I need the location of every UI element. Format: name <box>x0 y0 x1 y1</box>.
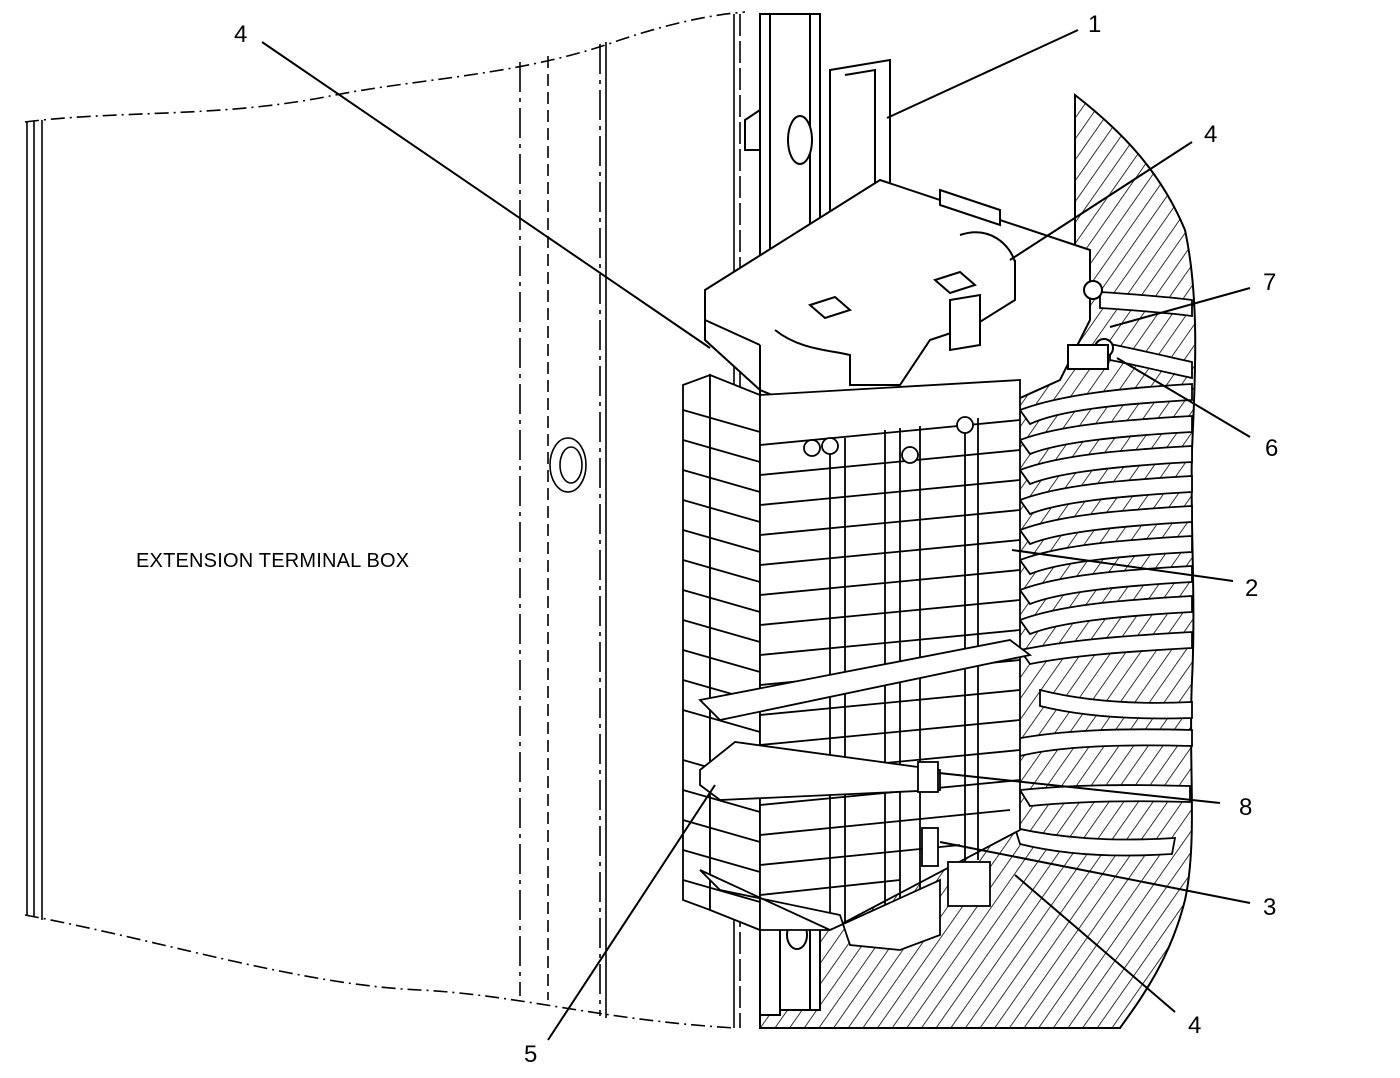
callout-2: 2 <box>1245 575 1258 602</box>
callout-5: 5 <box>524 1041 537 1068</box>
callout-1: 1 <box>1088 11 1101 38</box>
callout-4-bottom: 4 <box>1188 1012 1201 1039</box>
callout-3: 3 <box>1263 894 1276 921</box>
extension-terminal-box-label: EXTENSION TERMINAL BOX <box>136 550 409 572</box>
callout-7: 7 <box>1263 269 1276 296</box>
terminal-block-stack <box>682 373 1033 951</box>
leader-lines <box>261 29 1251 1041</box>
cable-bundle <box>1008 291 1193 857</box>
extension-terminal-box-panel <box>24 11 746 1029</box>
callout-6: 6 <box>1265 435 1278 462</box>
callout-4-top-right: 4 <box>1204 121 1217 148</box>
callout-4-top-left: 4 <box>234 21 247 48</box>
callout-8: 8 <box>1239 794 1252 821</box>
callout-labels: 1 4 4 7 6 2 8 3 4 5 <box>234 11 1278 1068</box>
